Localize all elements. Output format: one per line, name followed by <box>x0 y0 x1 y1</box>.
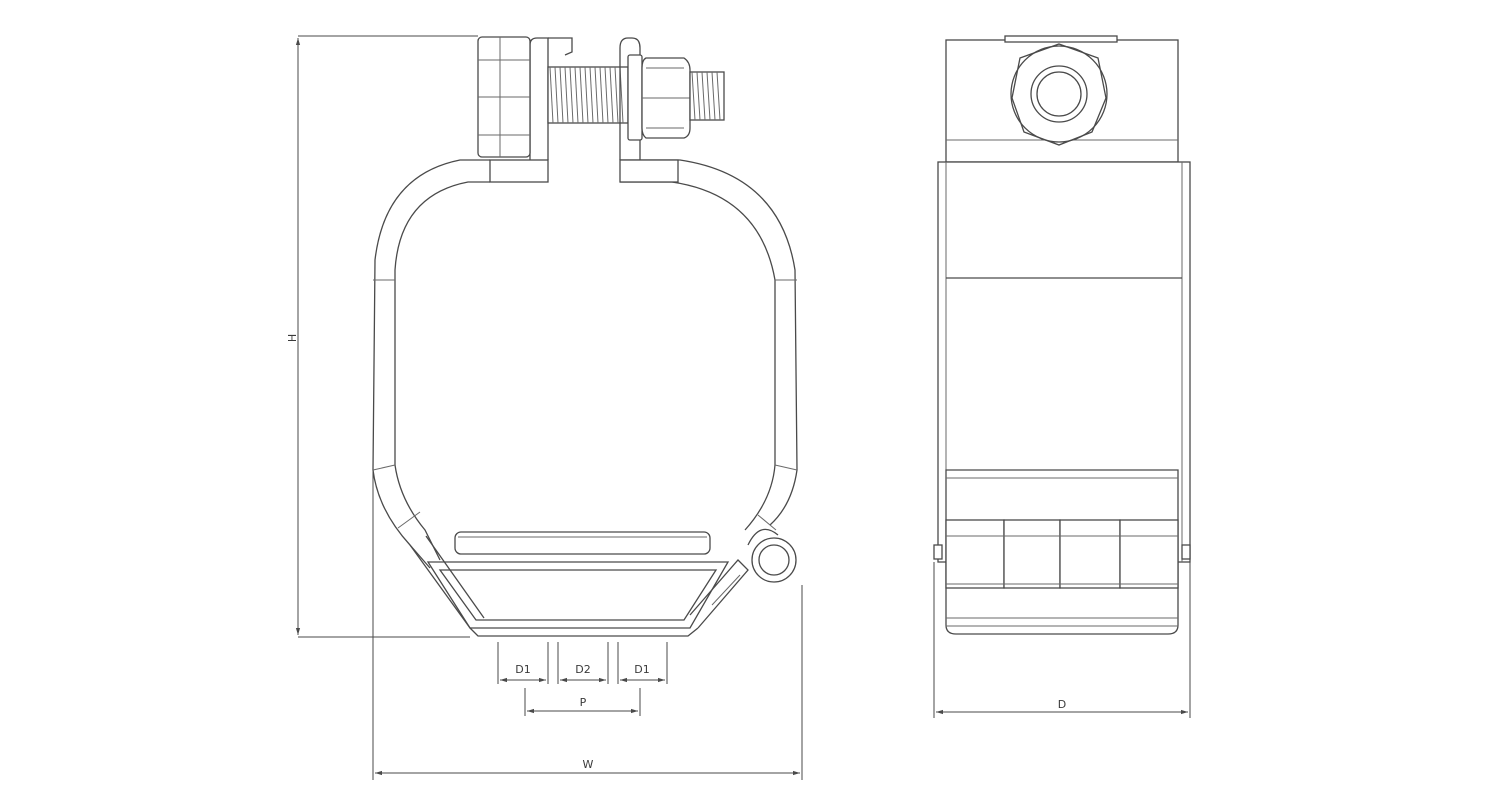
hinge-knuckle-2 <box>1003 519 1061 589</box>
lower-shoe-inner <box>438 569 718 621</box>
bolt-threads <box>549 66 624 124</box>
thread-line <box>564 66 569 124</box>
thread-line <box>706 71 711 121</box>
seam-left-low <box>372 464 396 471</box>
dim-d-label: D <box>1058 698 1066 711</box>
thread-line <box>599 66 604 124</box>
side-bolt-hex <box>1011 43 1107 146</box>
side-top-strip <box>1004 35 1118 43</box>
side-bolt-inner <box>1036 71 1082 117</box>
thread-line <box>604 66 609 124</box>
side-bolt-washer <box>1010 45 1108 143</box>
thread-line <box>691 71 696 121</box>
thread-line <box>594 66 599 124</box>
dim-d1-right-label: D1 <box>634 663 649 676</box>
hinge-knuckle-1 <box>945 519 1005 589</box>
thread-line <box>559 66 564 124</box>
side-bolt-outer <box>1030 65 1088 123</box>
right-bracket <box>619 37 641 160</box>
thread-line <box>569 66 574 124</box>
hinge-pin-left <box>933 544 943 560</box>
thread-line <box>711 71 716 121</box>
seam-right-low <box>774 464 798 471</box>
thread-line <box>579 66 584 124</box>
lower-shoe-base <box>469 627 699 637</box>
seam-right-diag <box>757 514 777 531</box>
thread-line <box>609 66 614 124</box>
thread-line <box>696 71 701 121</box>
hinge-knuckle-3 <box>1059 519 1121 589</box>
dim-w-label: W <box>583 758 594 771</box>
thread-line <box>554 66 559 124</box>
thread-line <box>701 71 706 121</box>
left-top-tab <box>489 159 549 183</box>
bottom-rail <box>454 531 711 555</box>
clamp-body-inner <box>394 181 490 561</box>
thread-line <box>589 66 594 124</box>
dim-p-label: P <box>580 696 587 709</box>
dimension-lines: H W D1 D2 D1 P D <box>286 35 1191 780</box>
clamp-body-outer-right <box>620 159 798 526</box>
thread-line <box>549 66 554 124</box>
hinge-pin-right <box>1181 544 1191 560</box>
seam-left-diag <box>397 511 421 529</box>
dim-h-label: H <box>286 334 299 342</box>
front-view <box>372 36 798 637</box>
lower-shoe-outer <box>426 561 730 629</box>
right-hinge-plate <box>689 559 749 629</box>
thread-line <box>574 66 579 124</box>
bolt-tip-threads <box>691 71 721 121</box>
dim-d2-label: D2 <box>575 663 590 676</box>
clamp-body-outer <box>372 159 490 569</box>
left-bracket <box>529 37 549 160</box>
left-hook <box>548 37 573 56</box>
thread-line <box>716 71 721 121</box>
clamp-body-inner-right <box>620 181 776 531</box>
hinge-eye-inner <box>758 544 790 576</box>
hinge-knuckle-4 <box>1119 519 1179 589</box>
right-top-tab <box>619 159 679 183</box>
washer <box>627 54 643 141</box>
thread-line <box>584 66 589 124</box>
side-view <box>933 35 1191 635</box>
dim-d1-left-label: D1 <box>515 663 530 676</box>
thread-line <box>614 66 619 124</box>
